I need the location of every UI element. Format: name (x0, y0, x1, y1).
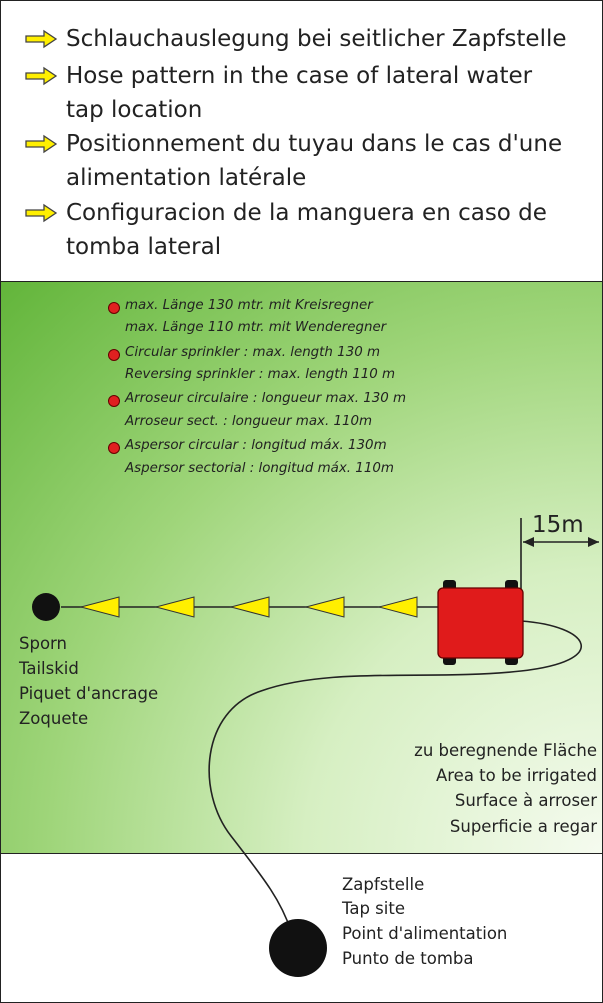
tap-label-de: Zapfstelle (342, 875, 425, 894)
heading-en: Hose pattern in the case of lateral wate… (66, 63, 533, 89)
note-de-2: max. Länge 110 mtr. mit Wenderegner (125, 320, 387, 335)
red-bullet-icon (108, 395, 120, 407)
hose-arrow-icon (304, 596, 345, 618)
anchor-label-fr: Piquet d'ancrage (19, 684, 159, 703)
area-label-es: Superficie a regar (449, 817, 597, 836)
heading-es: Configuracion de la manguera en caso de (66, 200, 547, 226)
note-de-1: max. Länge 130 mtr. mit Kreisregner (125, 298, 373, 313)
anchor-label-en: Tailskid (19, 659, 79, 678)
tailskid-anchor-icon (32, 593, 60, 621)
note-fr-2: Arroseur sect. : longueur max. 110m (125, 414, 373, 429)
hose-reel-machine-icon (437, 580, 524, 665)
red-bullet-icon (108, 302, 120, 314)
heading-en-cont: tap location (66, 97, 203, 123)
anchor-label-de: Sporn (19, 634, 67, 653)
dimension-label: 15m (532, 512, 584, 538)
red-bullet-icon (108, 349, 120, 361)
heading-de: Schlauchauslegung bei seitlicher Zapfste… (66, 26, 567, 52)
tap-site-icon (269, 919, 327, 977)
hose-arrow-icon (377, 596, 418, 618)
yellow-arrow-icon (25, 134, 58, 154)
note-es-1: Aspersor circular : longitud máx. 130m (125, 438, 387, 453)
note-es-2: Aspersor sectorial : longitud máx. 110m (125, 461, 394, 476)
note-fr-1: Arroseur circulaire : longueur max. 130 … (125, 391, 407, 406)
heading-es-cont: tomba lateral (66, 234, 222, 260)
anchor-label-es: Zoquete (19, 709, 89, 728)
hose-arrow-icon (79, 596, 120, 618)
title-panel: Schlauchauslegung bei seitlicher Zapfste… (1, 1, 602, 282)
yellow-arrow-icon (25, 203, 58, 223)
heading-fr: Positionnement du tuyau dans le cas d'un… (66, 131, 563, 157)
tap-label-fr: Point d'alimentation (342, 924, 508, 943)
dimension-arrow-icon (523, 537, 534, 547)
yellow-arrow-icon (25, 66, 58, 86)
dimension-arrow-icon (588, 537, 599, 547)
tap-label-en: Tap site (342, 899, 405, 918)
area-label-de: zu beregnende Fläche (414, 741, 597, 760)
tap-label-es: Punto de tomba (342, 949, 474, 968)
note-en-1: Circular sprinkler : max. length 130 m (125, 345, 381, 360)
note-en-2: Reversing sprinkler : max. length 110 m (125, 367, 396, 382)
irrigation-field: max. Länge 130 mtr. mit Kreisregner max.… (1, 282, 602, 854)
heading-fr-cont: alimentation latérale (66, 165, 307, 191)
hose-arrow-icon (154, 596, 195, 618)
yellow-arrow-icon (25, 29, 58, 49)
area-label-en: Area to be irrigated (435, 766, 597, 785)
hose-arrow-icon (229, 596, 270, 618)
red-bullet-icon (108, 442, 120, 454)
area-label-fr: Surface à arroser (454, 791, 597, 810)
supply-hose (208, 620, 583, 932)
